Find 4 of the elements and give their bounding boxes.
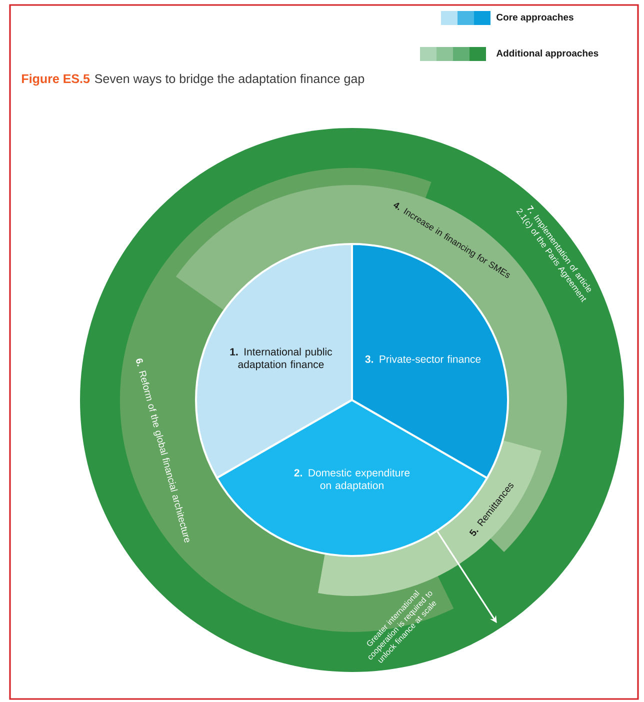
legend-text: Additional approaches [496,50,598,58]
title: Seven ways to bridge the adaptation finance gap [94,74,364,86]
legend-text: Core approaches [496,14,574,22]
figure-number: Figure ES.5 [22,74,90,86]
